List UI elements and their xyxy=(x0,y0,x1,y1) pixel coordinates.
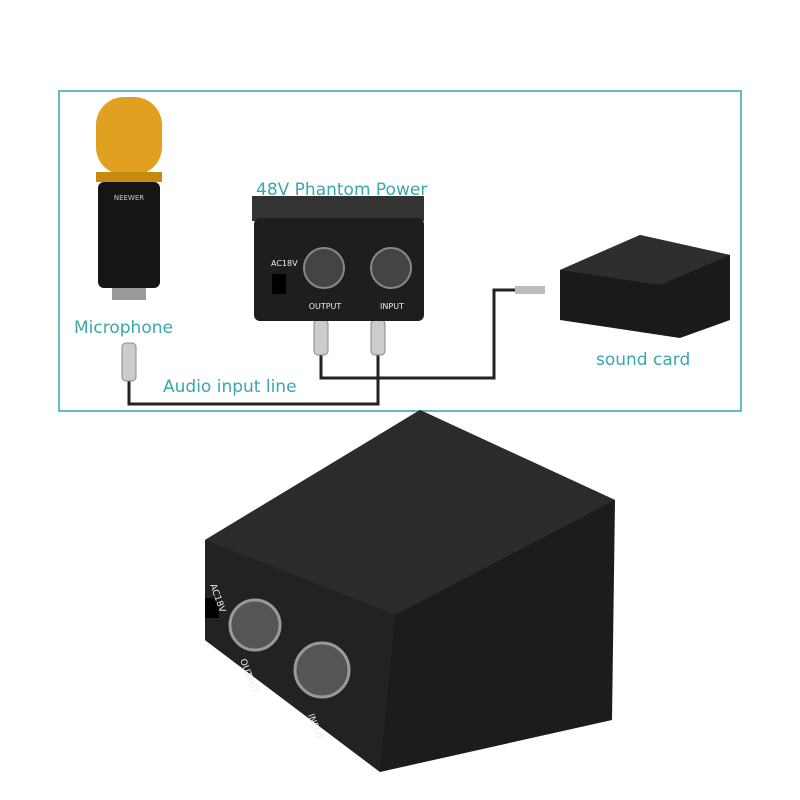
sound-card-icon xyxy=(515,235,730,338)
audio-input-line-label: Audio input line xyxy=(163,377,297,397)
phantom-power-label: 48V Phantom Power xyxy=(256,180,428,200)
cables xyxy=(127,288,515,406)
svg-text:AC18V: AC18V xyxy=(271,259,298,268)
mic-brand: NEEWER xyxy=(114,194,144,202)
microphone-label: Microphone xyxy=(74,318,173,338)
diagram-frame xyxy=(58,90,742,412)
svg-text:INPUT: INPUT xyxy=(380,302,404,311)
phantom-power-box-large: AC18V OUTPUT INPUT xyxy=(205,410,615,772)
phantom-power-box-small: AC18V OUTPUT INPUT xyxy=(252,196,424,321)
xlr-plug-icons xyxy=(121,319,386,382)
svg-text:OUTPUT: OUTPUT xyxy=(309,302,342,311)
sound-card-label: sound card xyxy=(596,350,691,370)
microphone-icon: NEEWER xyxy=(96,97,162,300)
